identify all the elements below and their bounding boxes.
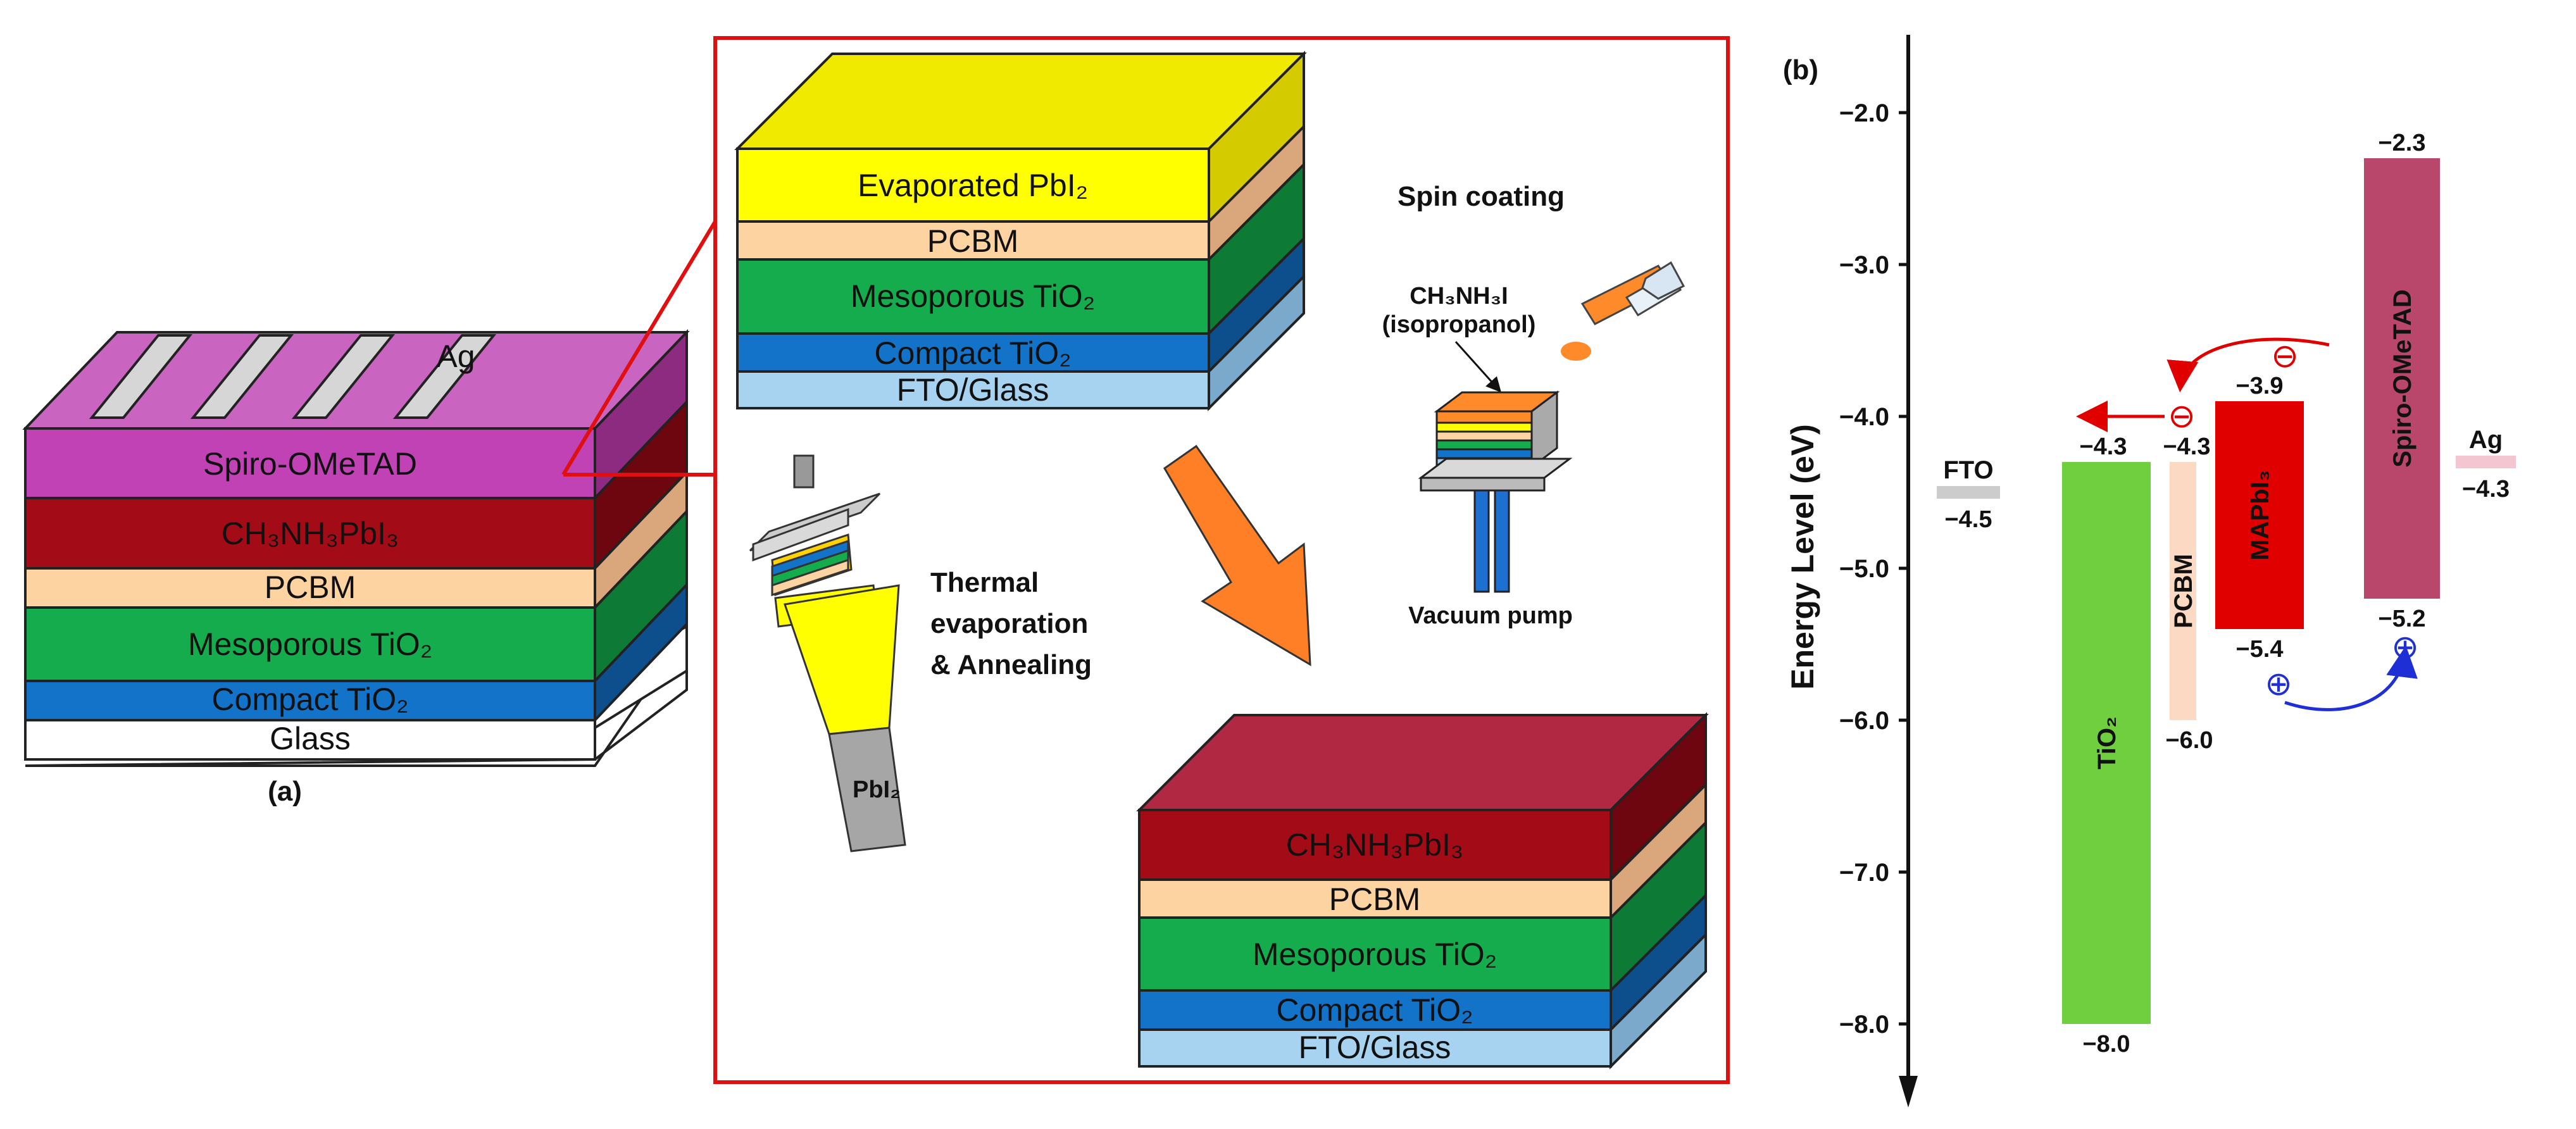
y-ticks: −2.0 −3.0 −4.0 −5.0 −6.0 −7.0 −8.0 (1839, 99, 1908, 1039)
bottom-level-label: −5.4 (2235, 636, 2283, 663)
top-level-label: −4.3 (2079, 434, 2127, 460)
bottom-stack (1136, 712, 1709, 1070)
label-evap: Evaporated PbI₂ (858, 168, 1088, 203)
label-compact: Compact TiO₂ (211, 682, 408, 717)
label-top-meso: Mesoporous TiO₂ (851, 278, 1095, 314)
top-stack (734, 51, 1307, 411)
label-bottom-meso: Mesoporous TiO₂ (1253, 937, 1497, 972)
bar-name: Spiro-OMeTAD (2389, 289, 2417, 467)
level-label: −4.5 (1944, 506, 1992, 533)
electron-symbol-2: ⊖ (2168, 398, 2196, 435)
top-stack-labels: Evaporated PbI₂ PCBM Mesoporous TiO₂ Com… (851, 168, 1095, 408)
hole-symbol-2: ⊕ (2391, 629, 2419, 666)
device-labels: Ag Spiro-OMeTAD CH₃NH₃PbI₃ PCBM Mesoporo… (188, 339, 475, 807)
energy-bar-3 (2215, 401, 2304, 629)
label-bottom-compact: Compact TiO₂ (1276, 992, 1473, 1028)
electrode-level-5 (2456, 456, 2516, 468)
layer-compact (24, 680, 596, 721)
y-axis-title: Energy Level (eV) (1785, 424, 1820, 690)
top-level-label: −2.3 (2378, 130, 2425, 156)
label-top-fto: FTO/Glass (897, 372, 1049, 408)
spin-coater: Spin coating CH₃NH₃I (isopropanol) Vacuu… (1382, 181, 1685, 629)
label-vacuum-pump: Vacuum pump (1408, 602, 1573, 629)
y-axis-arrowhead (1899, 1076, 1918, 1107)
y-tick-label: −4.0 (1839, 403, 1889, 431)
device-stack (22, 329, 690, 767)
layer-spiro (24, 427, 596, 499)
zoom-box (561, 36, 1730, 1084)
label-solution-1: CH₃NH₃I (1410, 283, 1508, 309)
bottom-level-label: −8.0 (2082, 1031, 2130, 1057)
energy-bar-2 (2170, 462, 2196, 720)
bar-name: TiO₂ (2093, 716, 2121, 770)
bar-name: PCBM (2170, 554, 2198, 628)
bottom-level-label: −5.2 (2378, 606, 2425, 632)
label-ag: Ag (436, 339, 475, 374)
y-tick-label: −7.0 (1839, 859, 1889, 887)
label-thermal-2: evaporation (930, 608, 1088, 639)
y-tick-label: −2.0 (1839, 99, 1889, 127)
hole-transfer-arrow (2284, 646, 2418, 711)
transition-arrow (1163, 444, 1311, 666)
label-thermal-3: & Annealing (930, 649, 1092, 680)
material-name: FTO (1943, 456, 1993, 484)
label-solution-2: (isopropanol) (1382, 311, 1536, 338)
bar-name: MAPbI₃ (2246, 470, 2274, 561)
bottom-level-label: −6.0 (2165, 727, 2213, 754)
label-meso: Mesoporous TiO₂ (188, 627, 432, 662)
ag-electrodes (89, 334, 497, 419)
label-perov: CH₃NH₃PbI₃ (222, 516, 399, 551)
label-glass: Glass (270, 721, 351, 756)
label-spiro: Spiro-OMeTAD (203, 446, 417, 482)
material-name: Ag (2469, 426, 2503, 454)
y-tick-label: −5.0 (1839, 555, 1889, 583)
layer-pcbm (24, 567, 596, 609)
electron-symbol-1: ⊖ (2271, 338, 2299, 375)
pipette-icon (1561, 261, 1685, 361)
electron-transfer-arrow-1 (2166, 337, 2330, 392)
label-spin-coating: Spin coating (1397, 181, 1565, 212)
bottom-stack-labels: CH₃NH₃PbI₃ PCBM Mesoporous TiO₂ Compact … (1253, 827, 1497, 1065)
electrode-level-0 (1937, 486, 2000, 499)
label-bottom-perov: CH₃NH₃PbI₃ (1286, 827, 1464, 863)
evaporator-labels: PbI₂ Thermal evaporation & Annealing (853, 567, 1092, 803)
label-bottom-pcbm: PCBM (1329, 882, 1420, 917)
label-top-pcbm: PCBM (927, 223, 1018, 259)
panel-a-label: (a) (268, 776, 302, 807)
label-thermal-1: Thermal (930, 567, 1039, 598)
label-pcbm: PCBM (265, 570, 356, 605)
evaporator (749, 454, 906, 852)
label-top-compact: Compact TiO₂ (874, 335, 1071, 371)
y-tick-label: −8.0 (1839, 1011, 1889, 1039)
y-tick-label: −3.0 (1839, 251, 1889, 279)
top-level-label: −3.9 (2235, 373, 2283, 399)
energy-bar-4 (2364, 158, 2440, 599)
energy-bar-1 (2062, 462, 2151, 1024)
energy-diagram: (b) Energy Level (eV) −2.0 −3.0 −4.0 −5.0 −6… (1783, 35, 2516, 1107)
hole-symbol-1: ⊕ (2265, 666, 2292, 702)
y-tick-label: −6.0 (1839, 707, 1889, 735)
panel-b-label: (b) (1783, 54, 1818, 85)
charge-transfer-arrows: ⊖ ⊖ ⊕ ⊕ (2076, 337, 2419, 711)
top-level-label: −4.3 (2163, 434, 2210, 460)
level-label: −4.3 (2462, 476, 2510, 502)
label-bottom-fto: FTO/Glass (1299, 1030, 1451, 1065)
substrate-on-chuck (1418, 390, 1573, 593)
label-pbi2-source: PbI₂ (853, 777, 901, 803)
